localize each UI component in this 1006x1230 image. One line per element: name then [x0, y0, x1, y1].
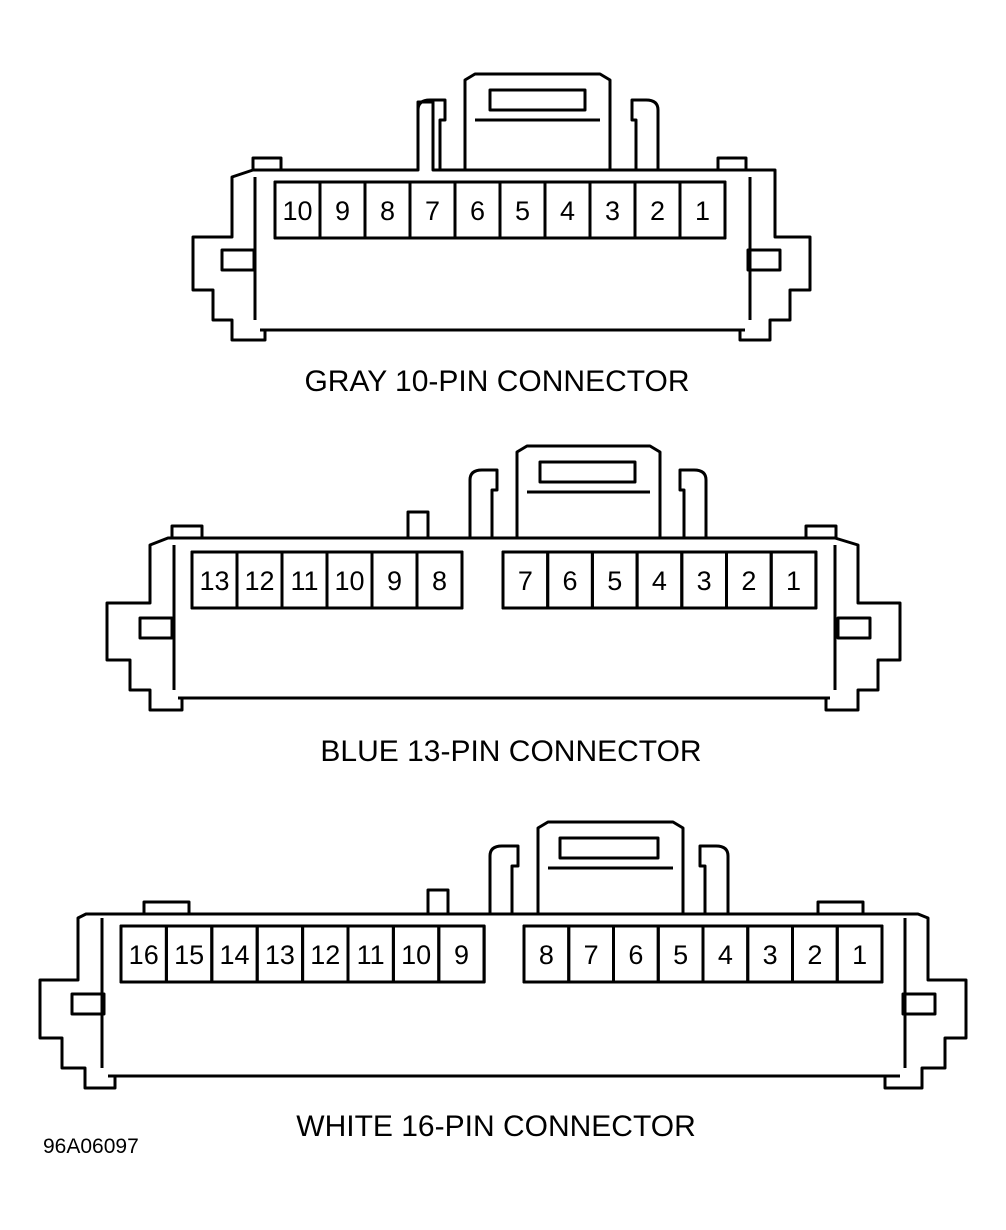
pin-number: 11 [290, 566, 318, 596]
left-hook [488, 844, 520, 914]
pin-number: 3 [605, 196, 620, 226]
pin-number: 9 [387, 566, 402, 596]
pin-number: 10 [282, 196, 312, 226]
pin-number: 5 [607, 566, 622, 596]
pin-number: 4 [560, 196, 575, 226]
pin-number: 2 [807, 940, 822, 970]
pin-number: 5 [673, 940, 688, 970]
pin-cavity [437, 924, 486, 984]
pin-number: 11 [357, 940, 385, 970]
pin-number: 13 [265, 940, 295, 970]
latch-window [558, 836, 660, 860]
pin-number: 13 [199, 566, 229, 596]
pin-number: 10 [401, 940, 431, 970]
pin-number: 5 [515, 196, 530, 226]
pin-number: 8 [432, 566, 447, 596]
latch-window [488, 88, 587, 112]
side-clip-right [901, 992, 937, 1016]
pin-number: 7 [518, 566, 533, 596]
side-clip-right [836, 616, 872, 640]
pin-number: 9 [454, 940, 469, 970]
top-tab-left [142, 900, 191, 916]
pin-number: 12 [244, 566, 274, 596]
inner-frame [172, 545, 837, 700]
side-clip-left [70, 992, 106, 1016]
pin-number: 12 [310, 940, 340, 970]
pin-number: 1 [695, 196, 710, 226]
pin-number: 2 [741, 566, 756, 596]
pin-number: 8 [539, 940, 554, 970]
right-hook [630, 98, 660, 170]
pin-number: 16 [129, 940, 159, 970]
center-post [426, 888, 450, 916]
blue-connector-caption: BLUE 13-PIN CONNECTOR [320, 735, 701, 768]
connector-body [38, 912, 968, 1090]
left-hook [468, 468, 499, 538]
latch [463, 72, 612, 170]
right-hook [698, 844, 730, 914]
pin-number: 6 [563, 566, 578, 596]
top-tab-right [804, 524, 838, 540]
pin-cavity [415, 550, 464, 610]
pin-number: 1 [852, 940, 867, 970]
side-clip-left [220, 248, 256, 272]
center-post [406, 510, 430, 540]
pin-number: 2 [650, 196, 665, 226]
latch-window [538, 460, 637, 484]
pin-number: 10 [334, 566, 364, 596]
top-tab-left [170, 524, 204, 540]
top-tab-right [716, 156, 748, 172]
right-hook [678, 468, 708, 538]
pin-number: 6 [470, 196, 485, 226]
pin-number: 8 [380, 196, 395, 226]
pin-number: 7 [425, 196, 440, 226]
pin-number: 4 [718, 940, 733, 970]
left-hook [416, 98, 447, 170]
connector-body [191, 100, 812, 342]
connector-body [105, 536, 902, 712]
pin-cavity [678, 180, 727, 240]
pin-number: 6 [628, 940, 643, 970]
latch [536, 820, 685, 914]
figure-id: 96A06097 [43, 1135, 139, 1158]
pin-number: 4 [652, 566, 667, 596]
pin-number: 14 [219, 940, 249, 970]
pin-number: 15 [174, 940, 204, 970]
top-tab-left [251, 156, 283, 172]
side-clip-left [138, 616, 174, 640]
pin-number: 3 [763, 940, 778, 970]
side-clip-right [746, 248, 782, 272]
inner-frame [253, 177, 752, 332]
pin-cavity [835, 924, 884, 984]
pin-number: 1 [786, 566, 801, 596]
pin-number: 7 [584, 940, 599, 970]
latch [515, 444, 662, 538]
white-connector-caption: WHITE 16-PIN CONNECTOR [296, 1110, 695, 1143]
gray-connector-caption: GRAY 10-PIN CONNECTOR [304, 365, 689, 398]
pin-cavity [769, 550, 818, 610]
top-tab-right [816, 900, 865, 916]
pin-number: 3 [697, 566, 712, 596]
pin-number: 9 [335, 196, 350, 226]
